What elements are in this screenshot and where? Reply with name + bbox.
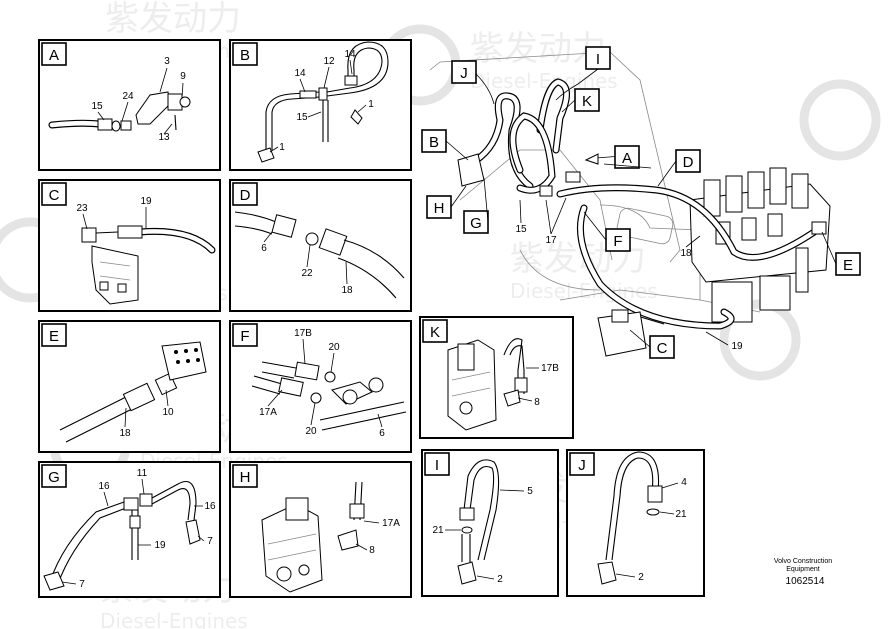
hose-drawing [81, 225, 216, 305]
brand-line-1: Volvo Construction [774, 558, 832, 565]
part-number: 12 [323, 56, 335, 67]
callout-e: E [843, 257, 853, 274]
hose-drawing [48, 91, 191, 132]
part-number: 21 [432, 525, 444, 536]
part-number: 20 [305, 426, 317, 437]
panel-letter: I [435, 457, 439, 474]
part-number: 11 [137, 468, 148, 479]
part-number: 20 [328, 342, 340, 353]
part-number: 6 [379, 428, 385, 439]
detail-panel-a: A 3 9 15 24 13 [38, 39, 221, 171]
panel-letter: G [48, 469, 60, 486]
callout-j: J [460, 65, 468, 82]
hose-drawing [43, 480, 201, 591]
part-number: 10 [162, 407, 174, 418]
hose-drawing [257, 41, 389, 163]
detail-panel-j: J 4 21 2 [566, 449, 705, 597]
detail-panel-b: B 14 12 14 15 1 1 [229, 39, 412, 171]
control-valve-block [689, 167, 831, 323]
part-number: 16 [204, 501, 216, 512]
drawing-number: 1062514 [786, 576, 825, 587]
part-number: 6 [261, 243, 267, 254]
watermark-cn: 紫发动力 [105, 0, 241, 39]
part-number: 1 [279, 142, 285, 153]
panel-letter: A [49, 47, 59, 64]
callout-i: I [596, 51, 600, 68]
hose-drawing [597, 451, 663, 585]
detail-panel-i: I 5 21 2 [421, 449, 559, 597]
panel-letter: J [578, 457, 586, 474]
part-number: 17B [541, 363, 559, 374]
part-number: 14 [294, 68, 306, 79]
part-number: 23 [76, 203, 88, 214]
callout-b: B [429, 134, 439, 151]
callout-g: G [470, 215, 482, 232]
part-number: 2 [497, 574, 503, 585]
part-number: 18 [119, 428, 131, 439]
part-number: 22 [301, 268, 313, 279]
hose-drawing [261, 481, 365, 593]
part-number: 16 [98, 481, 110, 492]
part-number: 2 [638, 572, 644, 583]
part-number: 17B [294, 328, 312, 339]
hose-drawing [251, 361, 407, 431]
callout-k: K [582, 93, 592, 110]
hose-drawing [457, 459, 500, 585]
part-number: 4 [681, 477, 687, 488]
callout-a: A [622, 150, 632, 167]
panel-letter: C [49, 187, 60, 204]
watermark-cn: 紫发动力 [470, 29, 606, 69]
callout-f: F [613, 233, 622, 250]
hose-drawing [59, 341, 207, 443]
part-number: 13 [158, 132, 170, 143]
part-number: 18 [341, 285, 353, 296]
panel-letter: F [240, 328, 249, 345]
part-number: 3 [164, 56, 170, 67]
detail-panel-h: H 17A 8 [229, 461, 412, 598]
detail-panel-c: C 23 19 [38, 179, 221, 312]
callout-d: D [683, 154, 694, 171]
part-number: 1 [368, 99, 374, 110]
overview-part: 17 [545, 235, 557, 246]
callout-h: H [434, 200, 445, 217]
detail-panel-e: E 10 18 [38, 320, 221, 453]
part-number: 14 [344, 49, 356, 60]
detail-panel-g: G 11 16 16 19 7 7 [38, 461, 221, 598]
panel-letter: B [240, 47, 250, 64]
part-number: 15 [91, 101, 103, 112]
detail-panel-k: K 17B 8 [419, 316, 574, 439]
brand-line-2: Equipment [786, 566, 820, 573]
overview-part: 19 [731, 341, 743, 352]
part-number: 21 [675, 509, 687, 520]
panel-letter: K [430, 324, 440, 341]
panel-letter: H [240, 469, 251, 486]
watermark-en: Diesel-Engines [100, 609, 248, 629]
part-number: 9 [180, 71, 186, 82]
title-block: Volvo Construction Equipment 1062514 [774, 558, 832, 587]
overview-part: 18 [680, 248, 692, 259]
panel-letter: D [240, 187, 251, 204]
panel-letter: E [49, 328, 59, 345]
part-number: 24 [122, 91, 134, 102]
part-number: 5 [527, 486, 533, 497]
part-number: 7 [207, 536, 213, 547]
overview-part: 15 [515, 224, 527, 235]
callout-c: C [657, 340, 668, 357]
watermark-en: Diesel-Engines [510, 279, 658, 303]
part-number: 8 [534, 397, 540, 408]
detail-panel-f: F 17B 20 17A 20 6 [229, 320, 412, 453]
part-number: 17A [382, 518, 400, 529]
part-number: 15 [296, 112, 308, 123]
part-number: 17A [259, 407, 277, 418]
part-number: 19 [154, 540, 166, 551]
part-number: 7 [79, 579, 85, 590]
hose-drawing [234, 211, 405, 299]
part-number: 19 [140, 196, 152, 207]
overview-drawing [429, 51, 831, 357]
detail-panel-d: D 6 22 18 [229, 179, 412, 312]
overview-callouts: J I K B A D H G F E C 15 17 18 19 [421, 46, 861, 359]
hose-drawing [447, 338, 528, 431]
part-number: 8 [369, 545, 375, 556]
